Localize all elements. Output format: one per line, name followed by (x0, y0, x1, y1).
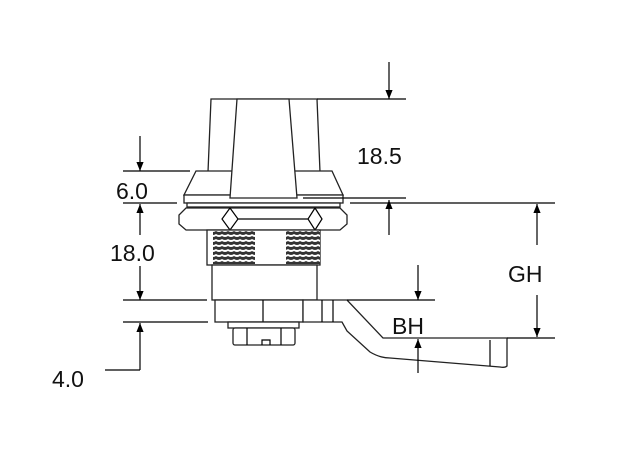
screw-slot (246, 328, 282, 345)
lower-hex (214, 299, 304, 323)
dimension-label: BH (392, 313, 424, 339)
washer (186, 202, 341, 208)
cam-arm (302, 299, 508, 368)
lock-body (178, 98, 508, 368)
dimension-flange-thickness: 6.0 (116, 136, 190, 204)
dimension-cam-offset: 4.0 (52, 321, 208, 392)
dimension-knob-height: 18.5 (303, 62, 406, 235)
cam-washer (227, 321, 300, 329)
cam-screw (232, 327, 296, 346)
thread-left (213, 231, 255, 264)
dimension-label: 18.5 (357, 143, 402, 169)
thread-right (286, 231, 320, 264)
lower-body (211, 264, 318, 301)
dimension-label: 4.0 (52, 366, 84, 392)
knob-taper (229, 98, 298, 199)
dimension-bend-height: BH (347, 265, 435, 373)
hex-nut-facets (221, 207, 323, 231)
dimension-label: 18.0 (110, 240, 155, 266)
dimension-grip-height: GH (350, 202, 555, 339)
dimension-label: 6.0 (116, 178, 148, 204)
dimension-body-length: 18.0 (110, 204, 207, 301)
dimension-label: GH (508, 261, 543, 287)
